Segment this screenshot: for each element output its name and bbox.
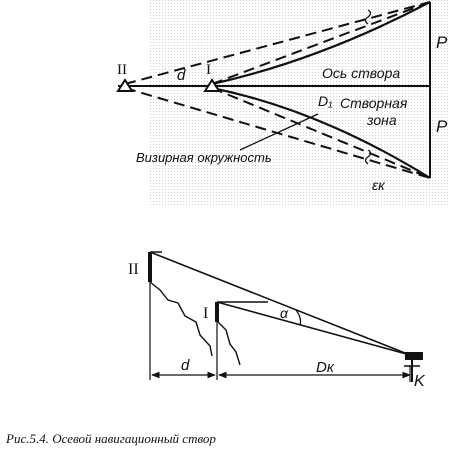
circle-leader-line [239,113,319,151]
dimension-dk-label: Dк [316,359,335,376]
angle-arc [295,309,302,326]
terrain-profile [149,281,213,357]
zone-boundary-lower [211,86,431,179]
dotted-background [150,0,450,205]
terrain-profile-front [217,321,241,366]
front-mark-triangle [203,78,221,92]
sight-line-rear [149,251,411,356]
dimension-d-label: d [181,357,190,374]
observer-label: K [414,373,426,390]
half-width-label-lower: P [436,117,448,136]
dashed-line-rear-upper [124,1,431,85]
circle-marker-label: D₁ [318,93,333,109]
epsilon-label: εк [372,177,386,193]
bottom-diagram: II I α K d Dк [128,251,426,390]
zone-label-line2: зона [366,112,397,128]
sighting-circle-label: Визирная окружность [136,150,272,165]
sight-line-front [216,301,411,356]
angle-label: α [280,305,289,321]
dashed-line-front-lower [211,87,431,179]
rear-mark-triangle [116,78,134,92]
zone-tick-lower [364,149,372,165]
dashed-line-front-upper [211,1,431,85]
distance-d-label: d [177,67,186,84]
observer-instrument [405,352,423,360]
rear-mark-label: II [117,62,127,78]
figure-caption: Рис.5.4. Осевой навигационный створ [5,431,216,446]
front-mark-label-bottom: I [203,305,208,322]
zone-label-line1: Створная [340,95,408,111]
front-mark-label: I [206,62,211,78]
zone-boundary-upper [211,1,431,86]
top-diagram: II I d Ось створа P P Створная зона D₁ В… [116,1,448,193]
zone-tick-upper [364,9,372,25]
range-axis-label: Ось створа [322,65,400,81]
half-width-label-upper: P [436,33,448,52]
rear-mark-label-bottom: II [128,261,139,278]
